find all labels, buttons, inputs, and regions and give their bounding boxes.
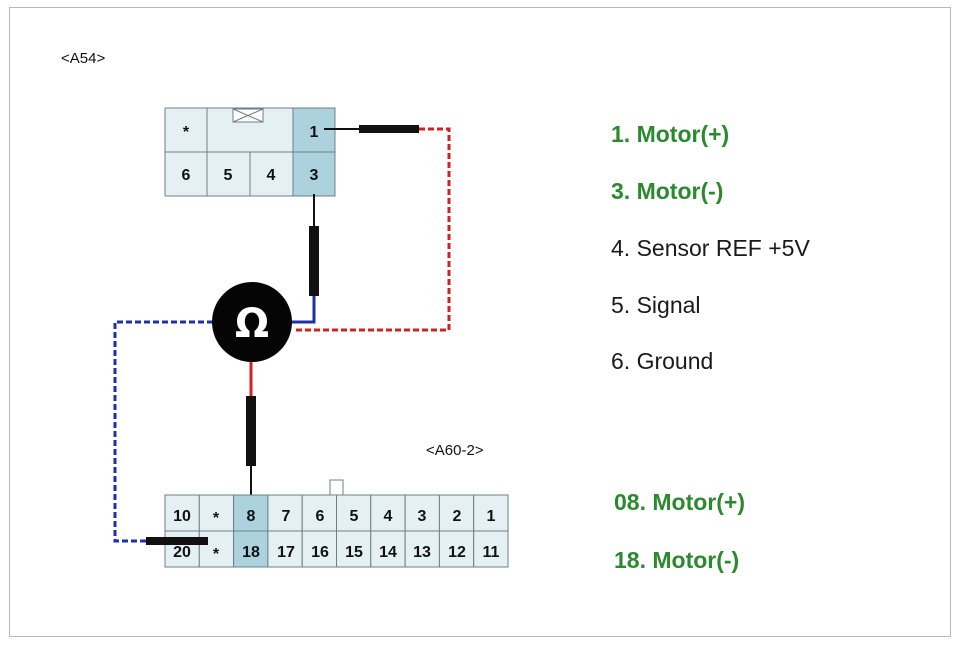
a54-pin-label: * [183, 124, 190, 141]
a60-pin-cell [473, 530, 509, 568]
blue-meter-lead [291, 296, 316, 324]
legend-a54-pin5: 5. Signal [611, 292, 701, 318]
a60-pin-cell [438, 530, 475, 568]
a60-pin-cell [336, 494, 372, 532]
connector-a60-label: <A60-2> [426, 442, 484, 459]
a60-pin-label: * [213, 546, 220, 563]
a60-pin-label: 8 [247, 508, 256, 525]
probe-tip-pin1 [359, 125, 419, 133]
probe-tip-pin20-overlay [146, 537, 208, 545]
a60-pin-cell [438, 494, 475, 532]
a60-pin-label: 5 [350, 508, 359, 525]
a60-pin-cell [404, 494, 440, 532]
probe-tip-pin8 [246, 396, 256, 466]
a54-cell-pin5 [206, 151, 251, 197]
a60-pin-label: 10 [173, 508, 191, 525]
a60-pin-cell [301, 494, 338, 532]
a60-pin-cell [370, 494, 406, 532]
a60-pin-label: 3 [418, 508, 427, 525]
latch-icon [329, 479, 344, 496]
ohmmeter-icon: Ω [212, 282, 292, 362]
a60-pin-cell [336, 530, 372, 568]
a60-pin-label: 15 [345, 544, 363, 561]
a60-pin-label: 16 [311, 544, 329, 561]
diagram-frame: <A54> * 1 6 5 4 3 [9, 7, 951, 637]
a54-cell-star [164, 107, 208, 153]
a54-pin-label: 6 [182, 167, 191, 184]
a60-pin-label: 4 [384, 508, 393, 525]
a54-pin-label: 4 [267, 167, 276, 184]
legend-a54-pin3: 3. Motor(-) [611, 178, 724, 204]
a60-pin-cell [301, 530, 338, 568]
a60-pin-cell [267, 494, 303, 532]
a60-pin-label: 20 [173, 544, 191, 561]
a60-pin-label: 7 [282, 508, 291, 525]
a60-pin-label: 2 [453, 508, 462, 525]
a60-pin-label: 11 [483, 544, 500, 561]
connector-a60-2: 10 * 8 7 6 5 4 3 2 1 20 * 18 17 16 15 14… [164, 479, 509, 568]
a54-pin-label: 1 [310, 124, 319, 141]
a60-pin-label: 13 [413, 544, 431, 561]
blue-probe-wire [113, 320, 213, 543]
probe-tip-pin3 [309, 226, 319, 296]
red-probe-wire [293, 127, 451, 332]
legend-a54-pin4: 4. Sensor REF +5V [611, 235, 810, 261]
connector-a54-label: <A54> [61, 50, 105, 67]
a60-pin-label: 1 [487, 508, 496, 525]
a54-pin-label: 5 [224, 167, 233, 184]
latch-icon [232, 108, 264, 123]
legend-a60-pin18: 18. Motor(-) [614, 547, 740, 573]
a60-pin-cell [267, 530, 303, 568]
legend-a54-pin1: 1. Motor(+) [611, 121, 730, 147]
a60-pin-label: 12 [448, 544, 466, 561]
a60-pin-cell [233, 494, 269, 532]
legend-a54-pin6: 6. Ground [611, 348, 714, 374]
legend-a60-pin8: 08. Motor(+) [614, 489, 745, 515]
a54-cell-pin4 [249, 151, 294, 197]
connector-a54: * 1 6 5 4 3 [164, 107, 336, 197]
a60-pin-cell [233, 530, 269, 568]
a60-pin-label: 17 [277, 544, 295, 561]
a60-pin-label: * [213, 510, 220, 527]
meter-symbol: Ω [235, 301, 269, 347]
a60-pin-label: 6 [316, 508, 325, 525]
a60-pin-cell [198, 530, 235, 568]
a54-pin-label: 3 [310, 167, 319, 184]
wiring-diagram: <A54> * 1 6 5 4 3 [61, 50, 509, 568]
a60-pin-cell [473, 494, 509, 532]
a60-pin-label: 14 [379, 544, 397, 561]
a60-pin-cell [198, 494, 235, 532]
a60-pin-label: 18 [242, 544, 260, 561]
